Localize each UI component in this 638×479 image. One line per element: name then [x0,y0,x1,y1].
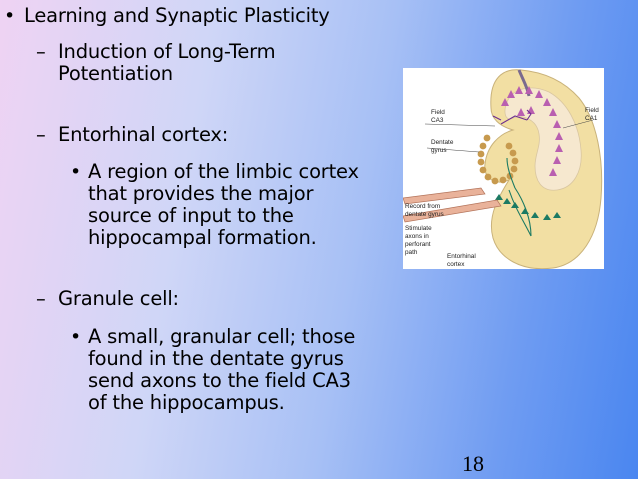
label-entorhinal-line1: Entorhinal [447,253,476,260]
granule-detail-line3: send axons to the field CA3 [88,369,351,392]
inner-region [504,87,582,191]
label-stimulate-line1: Stimulate [405,225,432,232]
label-field-ca3-line2: CA3 [431,117,444,124]
entorhinal-detail-line3: source of input to the [88,204,294,227]
recording-electrode [402,187,486,205]
label-field-ca3-line1: Field [431,109,445,116]
label-entorhinal-line2: cortex [447,261,465,268]
bullet-dot: • [70,161,82,183]
label-stimulate-line3: perforant [405,241,431,248]
label-leader-lines [424,119,594,153]
entorhinal-detail-line1: A region of the limbic cortex [88,160,359,183]
main-bullet-text: Learning and Synaptic Plasticity [24,4,330,27]
hippocampus-illustration: Field CA3 Dentate gyrus Field CA1 Record… [402,69,603,270]
hippocampus-diagram: Field CA3 Dentate gyrus Field CA1 Record… [402,68,604,270]
label-dentate-gyrus-line1: Dentate [431,139,454,146]
sub-bullet-entorhinal: Entorhinal cortex: [58,123,229,146]
granule-detail-line2: found in the dentate gyrus [88,347,344,370]
entorhinal-detail-line2: that provides the major [88,182,314,205]
granule-detail-line4: of the hippocampus. [88,391,285,414]
page-number: 18 [462,451,484,476]
bullet-dot: • [4,5,16,27]
dash-marker: – [36,287,46,310]
entorhinal-cells [495,194,561,220]
entorhinal-detail-line4: hippocampal formation. [88,226,317,249]
bullet-dot: • [70,326,82,348]
label-record-line1: Record from [405,203,440,210]
sub-bullet-granule: Granule cell: [58,287,179,310]
label-stimulate-line4: path [405,249,418,256]
pyramidal-cells [501,86,563,176]
granule-detail-line1: A small, granular cell; those [88,325,356,348]
sub-bullet-ltp-line2: Potentiation [58,62,173,85]
label-field-ca1-line1: Field [585,107,599,114]
label-record-line2: dentate gyrus [405,211,444,218]
dash-marker: – [36,40,46,63]
stimulating-electrode [402,199,502,223]
mossy-fibers [492,109,532,125]
label-field-ca1-line2: CA1 [585,115,598,122]
label-stimulate-line2: axons in [405,233,429,240]
sub-bullet-ltp-line1: Induction of Long-Term [58,40,276,63]
granule-cells [477,134,519,185]
label-dentate-gyrus-line2: gyrus [431,147,447,154]
dash-marker: – [36,123,46,146]
